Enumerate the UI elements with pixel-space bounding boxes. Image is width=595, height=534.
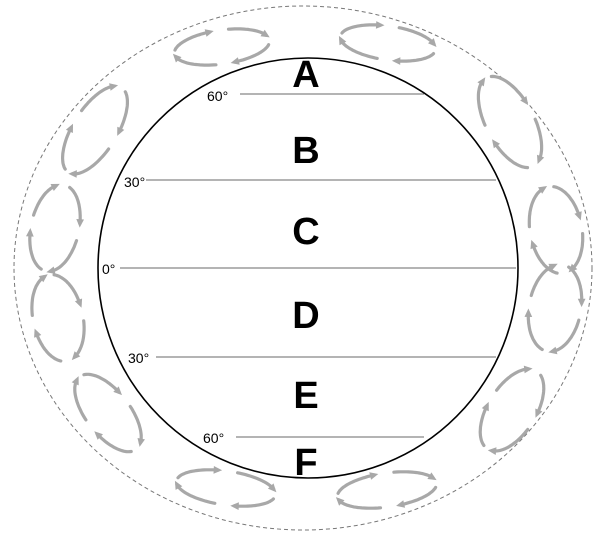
hadley-cell-north-right-arc <box>572 234 583 270</box>
polar-cell-north-left-arc <box>229 29 267 35</box>
hadley-cell-south-right-arrowhead <box>578 299 586 307</box>
hadley-cell-south-left-arc <box>54 275 80 304</box>
polar-cell-north-left-arrowhead <box>205 29 214 37</box>
hadley-cell-south-left-arc <box>36 333 61 362</box>
ferrel-cell-north-left-arc <box>73 149 109 174</box>
polar-cell-south-right-arc <box>339 500 381 508</box>
hadley-cell-north-right-arrowhead <box>531 240 538 249</box>
hadley-cell-north-left-arc <box>34 186 56 215</box>
hadley-cell-south-right-arc <box>528 313 542 350</box>
hadley-cell-north-left-arc <box>30 232 41 269</box>
hadley-cell-north-left-arrowhead <box>26 228 34 237</box>
ferrel-cell-south-right-arc <box>497 369 529 390</box>
zone-letter-e: E <box>293 375 318 417</box>
hadley-cell-south-right-arc <box>569 267 582 303</box>
ferrel-cell-south-left-arc <box>84 374 119 392</box>
ferrel-cell-south-right-arc <box>492 430 528 452</box>
ferrel-cell-north-left-arc <box>119 92 127 132</box>
hadley-cell-south-right-arrowhead <box>525 309 533 318</box>
latitude-label-30-south: 30° <box>128 350 149 366</box>
hadley-cell-south-left-arc <box>32 277 45 316</box>
ferrel-cell-north-left-arrowhead <box>109 83 118 91</box>
polar-cell-north-left-arc <box>176 57 216 65</box>
ferrel-cell-south-left-arrowhead <box>138 438 146 447</box>
ferrel-cell-south-left-arc <box>130 407 141 443</box>
ferrel-cell-north-left-arc <box>63 128 72 170</box>
ferrel-cell-south-left-arc <box>97 434 131 452</box>
polar-cell-south-right <box>336 472 437 508</box>
ferrel-cell-north-right-arc <box>495 143 528 168</box>
ferrel-cell-north-right-arc <box>491 76 525 101</box>
hadley-cell-north-right-arc <box>529 188 543 226</box>
polar-cell-north-left-arc <box>235 45 269 62</box>
ferrel-cell-north-left-arrowhead <box>68 170 77 178</box>
polar-cell-north-left-arrowhead <box>231 57 240 64</box>
polar-cell-north-right-arc <box>341 40 377 59</box>
ferrel-cell-north-left-arc <box>82 86 114 111</box>
hadley-cell-north-left-arc <box>70 188 81 224</box>
hadley-cell-north-left-arrowhead <box>46 267 55 275</box>
latitude-label-equator: 0° <box>102 261 115 277</box>
polar-cell-south-right-arrowhead <box>369 472 378 480</box>
hadley-cell-north-left-arrowhead <box>76 219 84 228</box>
polar-cell-north-right-arrowhead <box>376 21 385 29</box>
hadley-cell-south-right <box>525 264 586 354</box>
polar-cell-north-right-arrowhead <box>392 57 401 65</box>
hadley-cell-north-right <box>529 186 582 273</box>
polar-cell-north-right <box>339 21 437 65</box>
ferrel-cell-north-left <box>63 83 128 178</box>
ferrel-cell-north-right-arc <box>535 119 541 160</box>
polar-cell-south-left-arc <box>178 470 218 478</box>
polar-cell-south-right-arc <box>338 475 374 493</box>
polar-cell-south-right-arrowhead <box>396 500 405 508</box>
hadley-cell-north-right-arrowhead <box>574 211 581 220</box>
ferrel-cell-south-right-arc <box>480 406 487 446</box>
ferrel-cell-south-right <box>480 366 544 455</box>
hadley-cell-south-left <box>32 274 84 361</box>
polar-cell-south-left-arc <box>238 473 274 489</box>
zone-letter-a: A <box>292 54 319 96</box>
zone-letter-d: D <box>292 295 319 337</box>
ferrel-cell-south-right-arc <box>537 375 544 414</box>
polar-cell-south-left-arc <box>235 499 274 506</box>
polar-cell-north-left-arc <box>175 32 210 50</box>
ferrel-cell-north-right <box>477 76 544 167</box>
polar-cell-south-right-arc <box>400 487 435 505</box>
latitude-label-60-south: 60° <box>203 430 224 446</box>
hadley-cell-south-right-arrowhead <box>548 347 557 355</box>
polar-cell-south-left-arrowhead <box>214 466 223 474</box>
hadley-cell-south-right-arc <box>552 320 578 351</box>
zone-letter-f: F <box>294 442 317 484</box>
zone-letter-b: B <box>292 130 319 172</box>
hadley-cell-north-left-arc <box>51 241 77 272</box>
polar-cell-north-right-arc <box>396 54 433 62</box>
ferrel-cell-south-left-arc <box>75 380 86 420</box>
hadley-cell-north-right-arc <box>554 187 580 217</box>
polar-cell-south-left-arc <box>177 484 215 503</box>
ferrel-cell-south-right-arrowhead <box>488 447 497 455</box>
ferrel-cell-north-right-arc <box>478 81 485 125</box>
ferrel-cell-south-right-arrowhead <box>524 366 533 374</box>
polar-cell-south-right-arc <box>394 472 433 478</box>
latitude-label-30-north: 30° <box>124 174 145 190</box>
latitude-label-60-north: 60° <box>207 88 228 104</box>
zone-letter-c: C <box>292 211 319 253</box>
hadley-cell-south-left-arc <box>75 321 85 357</box>
hadley-cell-north-left <box>26 184 84 274</box>
polar-cell-north-left <box>173 29 270 65</box>
polar-cell-north-right-arc <box>399 28 434 44</box>
polar-cell-north-right-arc <box>342 25 380 33</box>
polar-cell-south-left-arrowhead <box>230 502 239 510</box>
